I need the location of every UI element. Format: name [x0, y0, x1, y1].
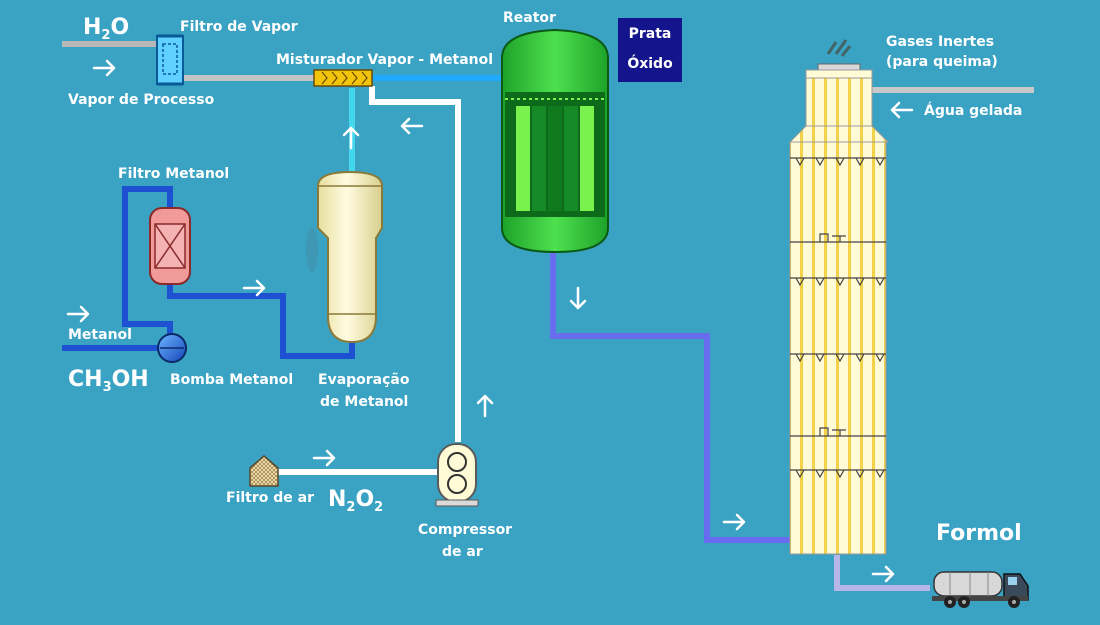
air-return-arrow [400, 117, 424, 135]
steam-flow-arrow [92, 59, 116, 77]
formol-tanker-truck [932, 571, 1029, 608]
reactor-to-column-pipe [550, 248, 790, 543]
reactor-vessel [501, 28, 609, 254]
methanol-loop-pipe [122, 186, 173, 338]
chilled-water-label: Água gelada [924, 102, 1022, 119]
air-line-pipe [274, 86, 461, 475]
steam-filter-label: Filtro de Vapor [180, 19, 298, 35]
filter-to-evaporator-pipe [167, 282, 355, 359]
formol-outlet-pipe [834, 555, 930, 591]
inert-gases-purpose-label: (para queima) [886, 54, 998, 70]
methanol-filter-label: Filtro Metanol [118, 166, 229, 182]
air-up-arrow [476, 394, 494, 418]
catalyst-silver-label: Prata [629, 26, 672, 42]
methanol-filter [149, 207, 191, 285]
methanol-to-evaporator-arrow [242, 279, 266, 297]
absorption-column [788, 39, 890, 555]
air-compressor [435, 443, 479, 507]
methanol-evaporator [306, 170, 383, 344]
evaporation-label-line1: Evaporação [318, 372, 410, 388]
chilled-water-arrow [890, 101, 914, 119]
methanol-pump [157, 333, 187, 363]
methanol-label: Metanol [68, 327, 132, 343]
air-filter-label: Filtro de ar [226, 490, 314, 506]
reactor-outlet-arrow [569, 286, 587, 310]
h2o-formula: H2O [83, 15, 129, 43]
vapor-up-arrow [342, 126, 360, 150]
steam-methanol-mixer [313, 69, 373, 87]
methanol-feed-arrow [66, 305, 90, 323]
column-inlet-arrow [722, 513, 746, 531]
air-filter [249, 455, 279, 487]
catalyst-label-box [618, 18, 682, 82]
n2o2-formula: N2O2 [328, 487, 383, 515]
compressor-label-line2: de ar [442, 544, 483, 560]
formol-flow-arrow [871, 565, 895, 583]
formol-label: Formol [936, 521, 1022, 546]
process-steam-label: Vapor de Processo [68, 92, 215, 108]
ch3oh-formula: CH3OH [68, 367, 149, 395]
reactor-label: Reator [503, 10, 556, 26]
inert-gases-label: Gases Inertes [886, 34, 994, 50]
mixer-label: Misturador Vapor - Metanol [276, 52, 493, 68]
methanol-pump-label: Bomba Metanol [170, 372, 293, 388]
catalyst-oxide-label: Óxido [627, 54, 673, 72]
evaporation-label-line2: de Metanol [320, 394, 408, 410]
air-flow-arrow [312, 449, 336, 467]
compressor-label-line1: Compressor [418, 522, 512, 538]
steam-filter [156, 34, 184, 86]
